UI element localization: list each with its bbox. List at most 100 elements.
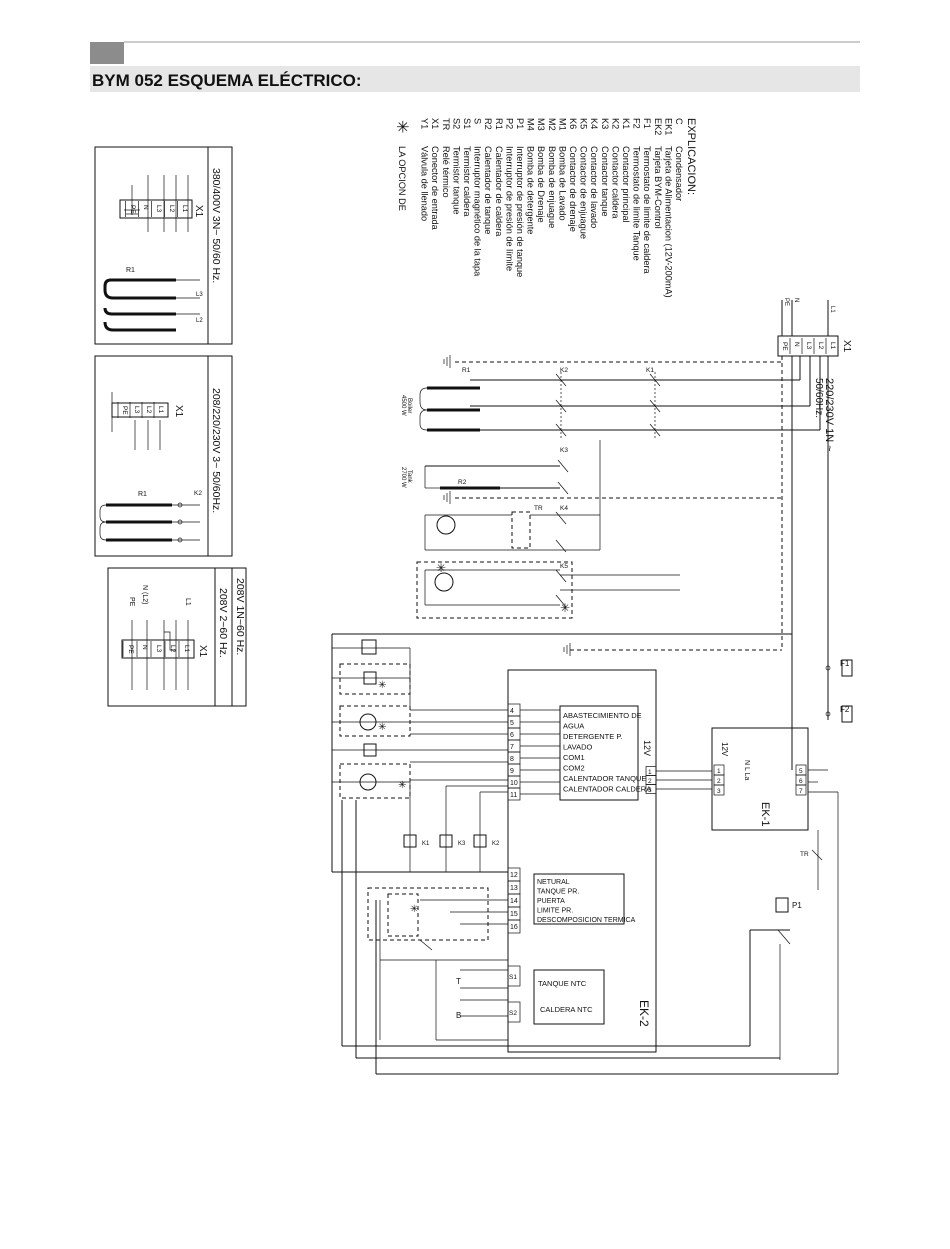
legend-text: Contactor principal [621, 146, 631, 223]
relay-k2: K2 [492, 841, 500, 847]
ek2-pin: 14 [510, 898, 518, 905]
ek2-board [507, 669, 657, 1053]
option-star-icon: ✳ [393, 120, 410, 133]
tank-power: 2700 W [400, 467, 406, 488]
variant-208v-3ph-label: 208/220/230V 3~ 50/60Hz. [210, 388, 222, 513]
legend-text: Termistor tanque [451, 146, 461, 214]
variant-380v-connector: X1 [193, 205, 204, 218]
ek2-function-label: DETERGENTE P. [563, 732, 622, 741]
legend-code: X1 [430, 118, 440, 129]
legend-text: Contactor de lavado [589, 146, 599, 228]
tag-pe: PE [783, 298, 789, 306]
p2-option-box [367, 887, 489, 941]
legend-code: M3 [536, 118, 546, 131]
legend-code: P2 [504, 118, 514, 129]
terminal-pe: PE [121, 406, 128, 415]
legend-text: Calentador de caldera [494, 146, 504, 237]
ek1-nl: N L La [743, 760, 750, 780]
ntc-t-label: T [456, 977, 461, 986]
ek1-pin: 5 [799, 768, 803, 775]
variant-208v-1ph: 208V 1N~60 Hz. 208V 2~60 Hz. X1 L1L2L3NP… [107, 567, 247, 707]
legend-text: Válvula de llenado [420, 146, 430, 221]
legend-code: S1 [462, 118, 472, 129]
m1-motor-icon [436, 515, 456, 535]
terminal-l1: L1 [183, 645, 190, 653]
f2-box [841, 705, 853, 723]
variant-380v-label: 380/400V 3N~ 50/60 Hz. [210, 168, 222, 283]
legend-text: Termostato de limite Tanque [632, 146, 642, 261]
legend-text: Bomba de detergente [526, 146, 536, 234]
legend-code: F1 [642, 118, 652, 129]
terminal-pe: PE [781, 342, 788, 351]
terminal-n: N [141, 645, 148, 650]
f1-box [841, 659, 853, 677]
terminal-l2: L2 [817, 342, 824, 350]
terminal-n: N [142, 205, 149, 210]
legend-code: M1 [557, 118, 567, 131]
legend-code: K1 [621, 118, 631, 129]
legend-code: K5 [579, 118, 589, 129]
k1-label: K1 [646, 367, 654, 374]
header-block [90, 42, 124, 64]
legend-text: Contactor tanque [600, 146, 610, 217]
legend-code: C [674, 118, 684, 125]
ek1-name: EK-1 [759, 802, 771, 826]
v1-tag-l3: L3 [196, 292, 203, 298]
v3-side-pe: PE [128, 597, 135, 607]
k4-label: K4 [560, 505, 568, 512]
legend-text: Conector de entrada [430, 146, 440, 231]
ek1-pin: 6 [799, 778, 803, 785]
ek1-pin: 7 [799, 788, 803, 795]
option-star-icon: ✳ [378, 680, 386, 691]
terminal-l1: L1 [181, 205, 188, 213]
legend-text: Bomba de Drenaje [536, 146, 546, 223]
ntc-b-label: B [456, 1011, 461, 1020]
legend-text: Condensador [674, 146, 684, 201]
legend-code: K6 [568, 118, 578, 129]
terminal-l3: L3 [155, 645, 162, 653]
boiler-name: Boiler [406, 398, 412, 413]
ek1-pin: 1 [717, 768, 721, 775]
ek2-name: EK-2 [637, 1000, 651, 1027]
option-star-icon: ✳ [436, 561, 446, 575]
m2-motor-icon [434, 572, 454, 592]
ek2-ntc-box [533, 969, 605, 1025]
ek2-function-label: CALENTADOR TANQUE [563, 774, 646, 783]
ek2-input-label: TANQUE PR. [537, 889, 579, 896]
legend-code: K3 [600, 118, 610, 129]
ek2-pin: 10 [510, 780, 518, 787]
legend-code: P1 [515, 118, 525, 129]
legend-code: EK1 [663, 118, 673, 135]
ek2-pin: 1 [648, 769, 652, 776]
legend-text: Contactor caldera [610, 146, 620, 219]
relay-k3: K3 [458, 841, 466, 847]
ek2-pin: 15 [510, 911, 518, 918]
variant-208v-contactor: K2 [194, 490, 202, 497]
legend-code: Y1 [420, 118, 430, 129]
legend-text: Calentador de tanque [483, 146, 493, 234]
option-star-icon: ✳ [410, 904, 418, 915]
variant-380v-heater: R1 [126, 267, 135, 274]
f2-label: F2 [840, 705, 850, 714]
ek2-pin: 11 [510, 792, 517, 799]
ek2-pin: 16 [510, 924, 518, 931]
legend-code: S2 [451, 118, 461, 129]
legend-code: EK2 [653, 118, 663, 135]
ntc-tank: TANQUE NTC [538, 979, 587, 988]
legend-text: Contactor de enjuague [579, 146, 589, 239]
legend-code: S [473, 118, 483, 124]
ek2-inputs-box [533, 873, 625, 925]
ek2-pin: 13 [510, 885, 518, 892]
legend-text: Interruptor de presión de tanque [515, 146, 525, 277]
variant-208v-1ph-label2: 208V 2~60 Hz. [217, 588, 229, 658]
legend-code: M2 [547, 118, 557, 131]
tr-label: TR [534, 505, 543, 512]
ek2-pin: 3 [648, 787, 652, 794]
v3-side-n: N (L2) [141, 585, 148, 604]
legend-text: Interruptor de presión de límite [504, 146, 514, 271]
variant-208v-heater: R1 [138, 491, 147, 498]
terminal-pe: PE [127, 645, 134, 654]
